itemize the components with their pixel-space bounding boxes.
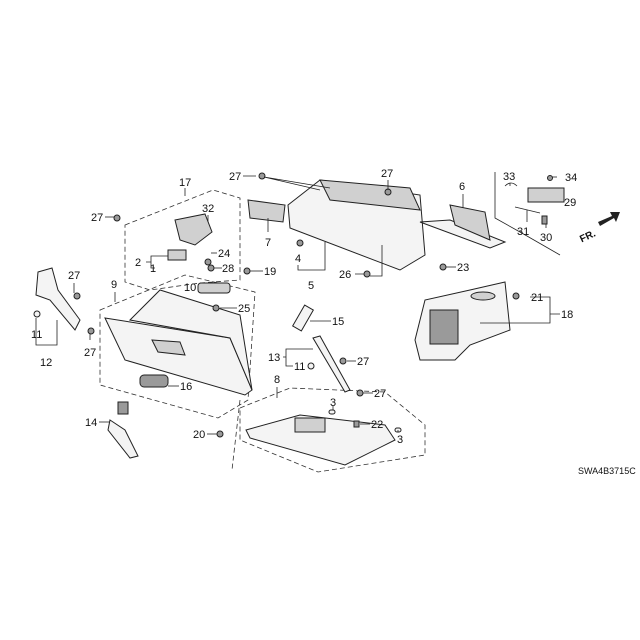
part-2-lock xyxy=(167,249,187,261)
bolt-27 xyxy=(113,214,121,222)
part-18-trim xyxy=(414,281,511,361)
glovebox-handle xyxy=(151,339,186,356)
part-12-bracket xyxy=(35,267,81,331)
callout-label: 33 xyxy=(503,171,515,183)
callout-label: 32 xyxy=(202,203,214,215)
callout-label: 17 xyxy=(179,177,191,189)
callout-label: 27 xyxy=(381,168,393,180)
part-18-outlet xyxy=(470,291,496,301)
callout-label: 30 xyxy=(540,232,552,244)
callout-label: 27 xyxy=(84,347,96,359)
callout-label: 27 xyxy=(357,356,369,368)
callout-label: 27 xyxy=(229,171,241,183)
bolt-27 xyxy=(339,357,347,365)
bolt-27 xyxy=(73,292,81,300)
callout-label: 6 xyxy=(459,181,465,193)
part-30 xyxy=(541,215,548,225)
callout-label: 28 xyxy=(222,263,234,275)
part-31 xyxy=(514,206,541,214)
part-15 xyxy=(291,304,315,332)
part-19 xyxy=(243,267,251,275)
callout-label: 26 xyxy=(339,269,351,281)
group-box-8 xyxy=(239,387,426,473)
callout-label: 23 xyxy=(457,262,469,274)
bolt-26 xyxy=(363,270,371,278)
callout-label: 1 xyxy=(150,263,156,275)
part-29 xyxy=(527,187,565,203)
group-line-right xyxy=(494,172,561,256)
callout-label: 8 xyxy=(274,374,280,386)
part-7 xyxy=(247,199,286,223)
callout-label: 3 xyxy=(397,434,403,446)
callout-label: 3 xyxy=(330,397,336,409)
part-20 xyxy=(216,430,224,438)
callout-label: 10 xyxy=(184,282,196,294)
callout-label: 9 xyxy=(111,279,117,291)
part-10 xyxy=(197,282,231,294)
diagram-code: SWA4B3715C xyxy=(578,466,636,476)
callout-label: 5 xyxy=(308,280,314,292)
part-18-vent xyxy=(429,309,459,345)
bolt-27 xyxy=(356,389,364,397)
bolt-27 xyxy=(87,327,95,335)
part-6-lid xyxy=(449,204,491,241)
part-13-bracket xyxy=(312,335,351,393)
callout-label: 27 xyxy=(374,388,386,400)
part-25 xyxy=(212,304,220,312)
part-5-vents xyxy=(319,179,421,211)
callout-label: 2 xyxy=(135,257,141,269)
part-14-key xyxy=(107,419,139,459)
part-22 xyxy=(353,420,360,428)
callout-label: 25 xyxy=(238,303,250,315)
part-24 xyxy=(204,258,212,266)
callout-label: 19 xyxy=(264,266,276,278)
callout-label: 20 xyxy=(193,429,205,441)
part-3 xyxy=(328,409,336,415)
front-arrow-icon xyxy=(598,212,620,226)
callout-label: 18 xyxy=(561,309,573,321)
part-28 xyxy=(207,264,215,272)
callout-label: 16 xyxy=(180,381,192,393)
divider xyxy=(231,399,241,471)
callout-label: 13 xyxy=(268,352,280,364)
callout-label: 22 xyxy=(371,419,383,431)
part-9-glovebox-bin xyxy=(128,289,253,391)
part-11-clip xyxy=(307,362,315,370)
callout-label: 11 xyxy=(31,329,42,341)
part-34 xyxy=(547,175,553,181)
part-21 xyxy=(512,292,520,300)
callout-label: 15 xyxy=(332,316,344,328)
leader-lines xyxy=(35,175,564,435)
part-11-clip xyxy=(33,310,41,318)
callout-label: 27 xyxy=(68,270,80,282)
callout-label: 14 xyxy=(85,417,97,429)
callout-label: 7 xyxy=(265,237,271,249)
front-indicator: FR. xyxy=(578,228,597,245)
part-4-clip xyxy=(296,239,304,247)
callout-label: 29 xyxy=(564,197,576,209)
callout-label: 24 xyxy=(218,248,230,260)
callout-label: 12 xyxy=(40,357,52,369)
part-33 xyxy=(504,182,518,187)
bolt-27 xyxy=(258,172,266,180)
callout-label: 31 xyxy=(517,226,529,238)
callout-label: 27 xyxy=(91,212,103,224)
nut-23 xyxy=(439,263,447,271)
callout-label: 4 xyxy=(295,253,301,265)
callout-label: 11 xyxy=(294,361,305,373)
part-6-tray xyxy=(419,219,507,249)
callout-label: 34 xyxy=(565,172,577,184)
group-box-9 xyxy=(99,274,256,419)
part-14-cylinder xyxy=(117,401,129,415)
part-8-pocket xyxy=(294,417,326,433)
part-16-latch xyxy=(139,374,169,388)
part-32-latch xyxy=(174,213,213,246)
group-box-17 xyxy=(124,189,241,291)
callout-label: 21 xyxy=(531,292,543,304)
